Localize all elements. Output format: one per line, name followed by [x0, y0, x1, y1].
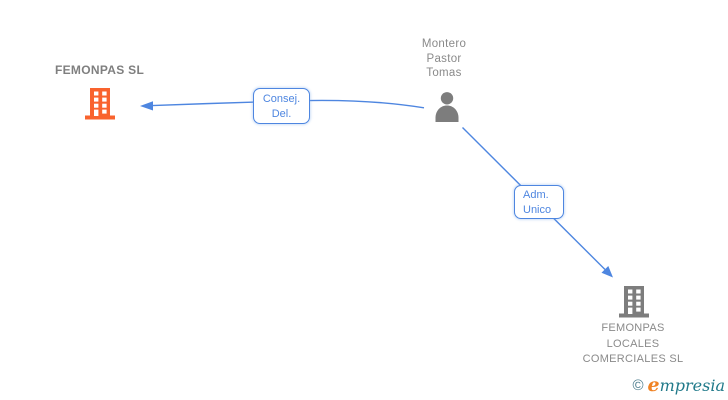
relation-consej-del: Consej. Del.	[253, 88, 310, 124]
relation-adm-unico: Adm. Unico	[514, 185, 564, 219]
person-name: Montero Pastor Tomas	[421, 38, 467, 79]
building-icon	[82, 85, 118, 121]
empresia-brand-text: empresia	[647, 374, 726, 396]
building-icon	[616, 283, 652, 319]
copyright-icon: ©	[632, 376, 644, 394]
person-icon	[431, 90, 463, 122]
empresia-logo[interactable]: © empresia	[632, 374, 725, 396]
person-node[interactable]	[431, 90, 463, 122]
company-femonpas-label: FEMONPAS SL	[55, 63, 145, 77]
edge-adm-unico-arrowhead	[601, 266, 613, 278]
company-femonpas-locales-label: FEMONPAS LOCALES COMERCIALES SL	[582, 322, 684, 365]
company-femonpas-locales-node[interactable]	[616, 283, 652, 319]
edge-consej-del-arrowhead	[140, 101, 153, 111]
company-femonpas-node[interactable]	[82, 85, 118, 121]
